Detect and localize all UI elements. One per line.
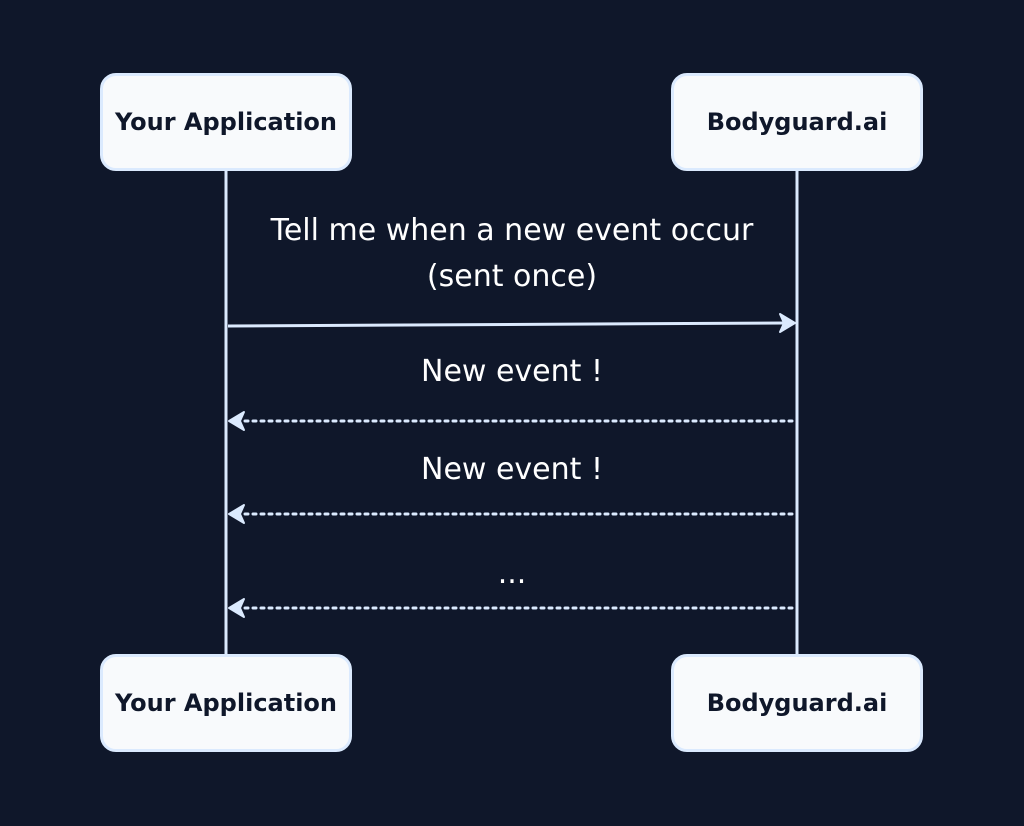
participant-label: Your Application — [114, 108, 338, 136]
message-label-line: New event ! — [421, 452, 603, 487]
message-label-line: New event ! — [421, 354, 603, 389]
participant-label: Your Application — [114, 689, 338, 717]
message-label-subscribe: Tell me when a new event occur (sent onc… — [226, 208, 798, 300]
participant-bodyguard-ai-top: Bodyguard.ai — [671, 73, 923, 171]
message-label-line: Tell me when a new event occur — [270, 213, 754, 248]
message-label-event-2: New event ! — [226, 447, 798, 493]
arrowhead-left-icon — [228, 598, 245, 618]
participant-label: Bodyguard.ai — [706, 108, 888, 136]
arrowhead-right-icon — [779, 313, 796, 333]
arrowhead-left-icon — [228, 504, 245, 524]
message-label-event-1: New event ! — [226, 349, 798, 395]
participant-label: Bodyguard.ai — [706, 689, 888, 717]
participant-bodyguard-ai-bottom: Bodyguard.ai — [671, 654, 923, 752]
participant-your-application-top: Your Application — [100, 73, 352, 171]
arrowhead-left-icon — [228, 411, 245, 431]
message-arrow-subscribe — [227, 321, 787, 328]
message-label-line: (sent once) — [426, 259, 598, 294]
participant-your-application-bottom: Your Application — [100, 654, 352, 752]
message-label-event-more: ... — [226, 551, 798, 597]
message-label-line: ... — [497, 556, 527, 591]
